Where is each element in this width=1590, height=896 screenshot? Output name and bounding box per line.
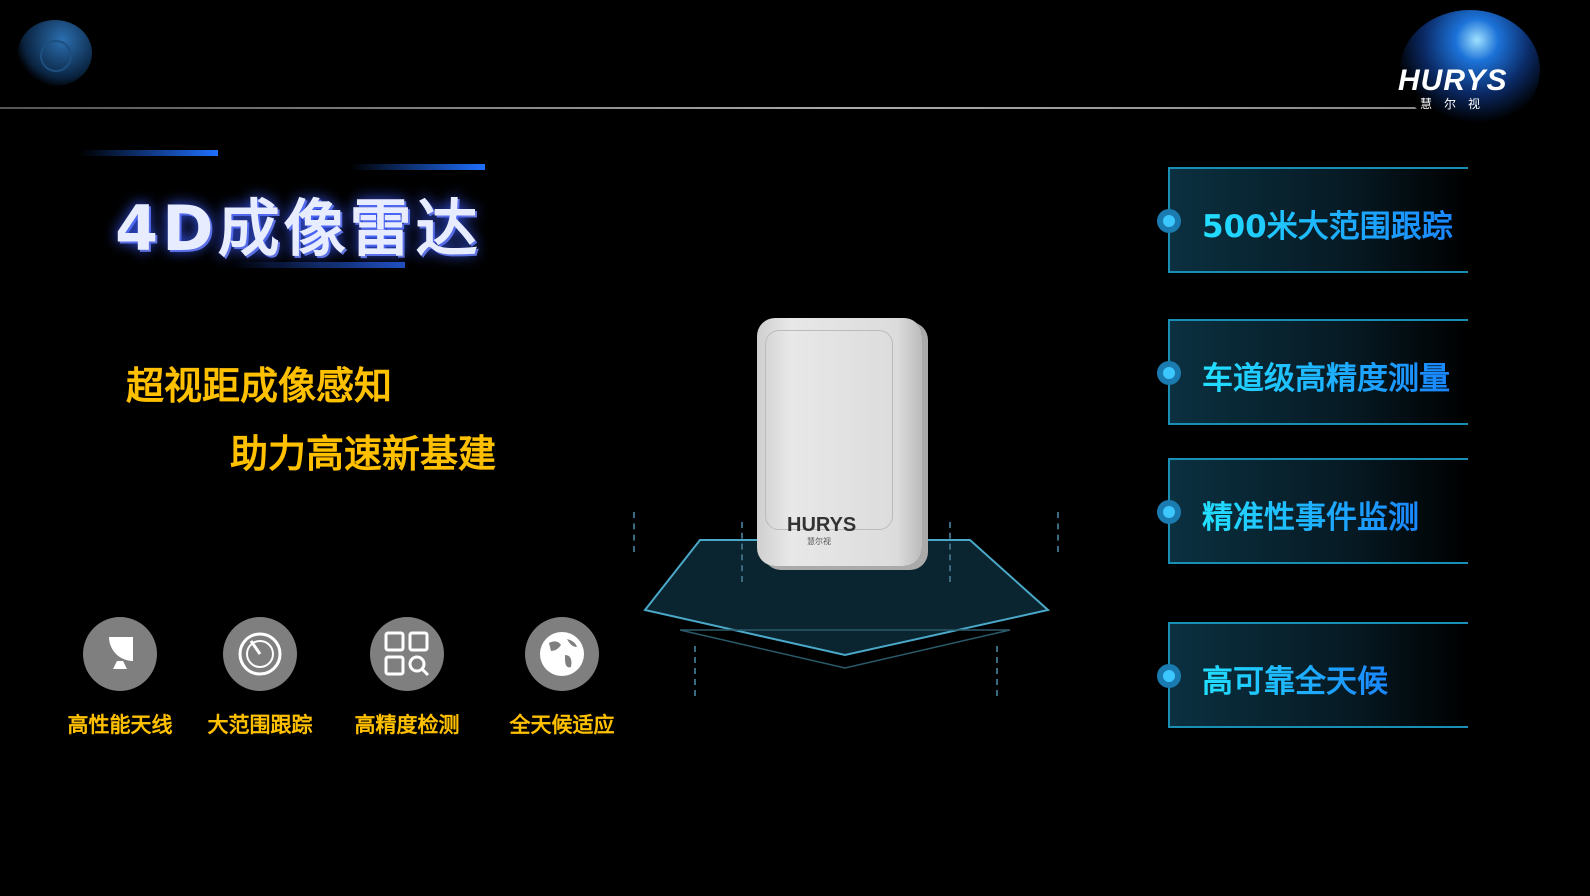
brand-logo-chinese: 慧尔视	[1420, 97, 1493, 111]
highlight-card: 500米大范围跟踪	[1157, 167, 1468, 273]
arrow-up-icon	[996, 646, 998, 696]
title-decoration	[80, 150, 218, 156]
arrow-up-icon	[741, 522, 743, 582]
arrow-up-icon	[694, 646, 696, 696]
arrow-up-icon	[633, 512, 635, 552]
arrow-up-icon	[949, 522, 951, 582]
device-brand-chinese: 慧尔视	[807, 537, 831, 546]
header-divider	[0, 107, 1420, 109]
highlight-card: 精准性事件监测	[1157, 458, 1468, 564]
bullet-dot-icon	[1157, 500, 1181, 524]
earth-logo-graphic	[1400, 10, 1540, 130]
device-panel	[765, 330, 893, 530]
title-decoration	[350, 164, 485, 170]
feature-label: 全天候适应	[509, 713, 615, 737]
slide-title: 4D成像雷达	[115, 192, 482, 265]
slogan-line-1: 超视距成像感知	[126, 364, 393, 408]
highlight-card: 高可靠全天候	[1157, 622, 1468, 728]
arrow-up-icon	[1057, 512, 1059, 552]
highlight-text: 精准性事件监测	[1202, 492, 1419, 537]
radar-icon	[223, 617, 297, 691]
brand-logo: HURYS	[1398, 64, 1508, 97]
radar-platform-graphic	[643, 539, 1051, 669]
highlight-text: 车道级高精度测量	[1202, 353, 1450, 398]
highlight-card: 车道级高精度测量	[1157, 319, 1468, 425]
device-brand: HURYS	[787, 514, 857, 536]
feature-tracking: 大范围跟踪	[190, 617, 330, 739]
bullet-dot-icon	[1157, 209, 1181, 233]
bullet-dot-icon	[1157, 664, 1181, 688]
highlight-text: 高可靠全天候	[1202, 656, 1388, 701]
bullet-dot-icon	[1157, 361, 1181, 385]
radar-globe-icon	[18, 20, 92, 86]
grid-search-icon	[370, 617, 444, 691]
title-decoration	[230, 262, 405, 268]
radar-device-image: HURYS 慧尔视	[757, 318, 922, 566]
feature-antenna: 高性能天线	[50, 617, 190, 739]
slogan-line-2: 助力高速新基建	[230, 432, 497, 476]
feature-all-weather: 全天候适应	[492, 617, 632, 739]
feature-label: 高性能天线	[67, 713, 173, 737]
feature-detection: 高精度检测	[337, 617, 477, 739]
feature-label: 大范围跟踪	[207, 713, 313, 737]
satellite-dish-icon	[83, 617, 157, 691]
highlight-text: 500米大范围跟踪	[1202, 201, 1453, 246]
feature-label: 高精度检测	[354, 713, 460, 737]
globe-icon	[525, 617, 599, 691]
